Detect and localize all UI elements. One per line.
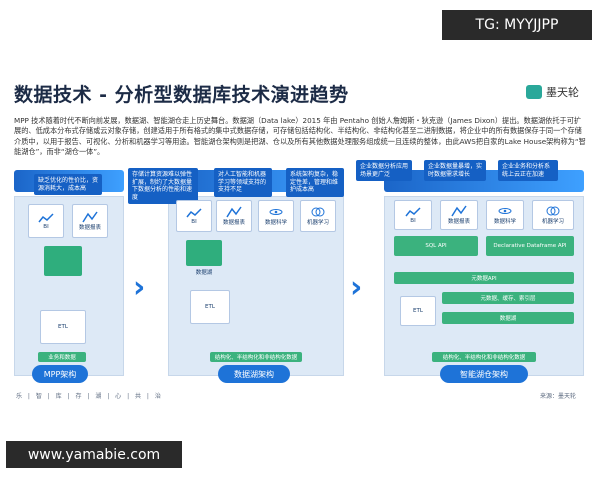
lake-callout-1: 存储计算资源难以弹性扩展，制约了大数据量下数据分析的性能和速度 — [128, 168, 198, 204]
mpp-tile-report-label: 数据报表 — [78, 225, 101, 231]
report-icon — [82, 211, 98, 223]
logo: 墨天轮 — [526, 84, 579, 100]
watermark-footer: www.yamabie.com — [6, 441, 182, 468]
smart-lake-bar: 数据湖 — [442, 312, 574, 324]
lake-tile-bi-label: BI — [191, 219, 197, 225]
lake-tile-bi: BI — [176, 200, 212, 232]
mpp-callout: 缺乏优化的性价比，资源消耗大，成本高 — [34, 174, 102, 195]
smart-tile-bi-label: BI — [410, 218, 416, 224]
smart-tile-report: 数据报表 — [440, 200, 478, 230]
lake-label-pill: 数据湖架构 — [218, 365, 290, 383]
mpp-source-bar: 业务和数据 — [38, 352, 86, 362]
brain-icon — [546, 206, 560, 216]
logo-text: 墨天轮 — [546, 86, 579, 99]
lake-mid-label: 数据湖 — [195, 270, 213, 276]
lake-tile-report-label: 数据报表 — [222, 220, 245, 226]
lake-etl-label: ETL — [205, 304, 215, 310]
mpp-etl-label: ETL — [58, 324, 68, 330]
atom-icon — [269, 209, 283, 215]
smart-meta-api: 元数据API — [394, 272, 574, 284]
lake-tile-report: 数据报表 — [216, 200, 252, 232]
source-note: 来源：墨天轮 — [540, 393, 577, 400]
smart-etl-box: ETL — [400, 296, 436, 326]
mpp-db-stack — [44, 246, 82, 276]
chart-icon — [186, 208, 202, 218]
smart-cache-bar: 元数据、缓存、索引层 — [442, 292, 574, 304]
smart-tile-ml-label: 机器学习 — [541, 219, 564, 225]
logo-icon — [526, 85, 542, 99]
lake-callout-3: 系统架构复杂，稳定性差，管理和维护成本高 — [286, 168, 344, 197]
chart-icon — [405, 207, 421, 217]
lake-tile-science: 数据科学 — [258, 200, 294, 232]
smart-callout-2: 企业数据量暴增，实时数据需求增长 — [424, 160, 486, 181]
lake-tile-ml: 机器学习 — [300, 200, 336, 232]
brain-icon — [311, 207, 325, 217]
report-icon — [451, 205, 467, 217]
mpp-tile-bi: BI — [28, 204, 64, 238]
smart-callout-3: 企业业务和分析系统上云正在加速 — [498, 160, 558, 181]
report-icon — [226, 206, 242, 218]
smart-tile-science: 数据科学 — [486, 200, 524, 230]
bottom-tags: 乐 | 智 | 库 | 存 | 湖 | 心 | 共 | 治 — [16, 393, 163, 400]
mpp-label-pill: MPP架构 — [32, 365, 88, 383]
chart-icon — [38, 213, 54, 223]
mpp-tile-report: 数据报表 — [72, 204, 108, 238]
smart-etl-label: ETL — [413, 308, 423, 314]
smart-tile-science-label: 数据科学 — [493, 219, 516, 225]
smart-sql-api: SQL API — [394, 236, 478, 256]
smart-label-pill: 智能湖仓架构 — [440, 365, 528, 383]
lake-source-bar: 结构化、半结构化和非结构化数据 — [210, 352, 302, 362]
smart-callout-1: 企业数据分析应用场景更广泛 — [356, 160, 412, 181]
smart-declarative-api: Declarative Dataframe API — [486, 236, 574, 256]
intro-paragraph: MPP 技术随着时代不断向前发展，数据湖、智能湖仓走上历史舞台。数据湖（Data… — [14, 116, 586, 157]
lake-tile-ml-label: 机器学习 — [306, 220, 329, 226]
mpp-tile-bi-label: BI — [43, 224, 49, 230]
smart-tile-bi: BI — [394, 200, 432, 230]
atom-icon — [498, 208, 512, 214]
smart-tile-ml: 机器学习 — [532, 200, 574, 230]
page-title: 数据技术 - 分析型数据库技术演进趋势 — [14, 84, 349, 106]
lake-tile-science-label: 数据科学 — [264, 220, 287, 226]
mpp-etl-box: ETL — [40, 310, 86, 344]
lake-callout-2: 对人工智能和机器学习等领域支持的支持不足 — [214, 168, 272, 197]
lake-db-stack — [186, 240, 222, 266]
smart-source-bar: 结构化、半结构化和非结构化数据 — [432, 352, 536, 362]
lake-etl-box: ETL — [190, 290, 230, 324]
arrow-right-icon: › — [350, 270, 363, 305]
watermark-badge: TG: MYYJJPP — [442, 10, 592, 40]
arrow-right-icon: › — [133, 270, 146, 305]
smart-tile-report-label: 数据报表 — [447, 219, 470, 225]
